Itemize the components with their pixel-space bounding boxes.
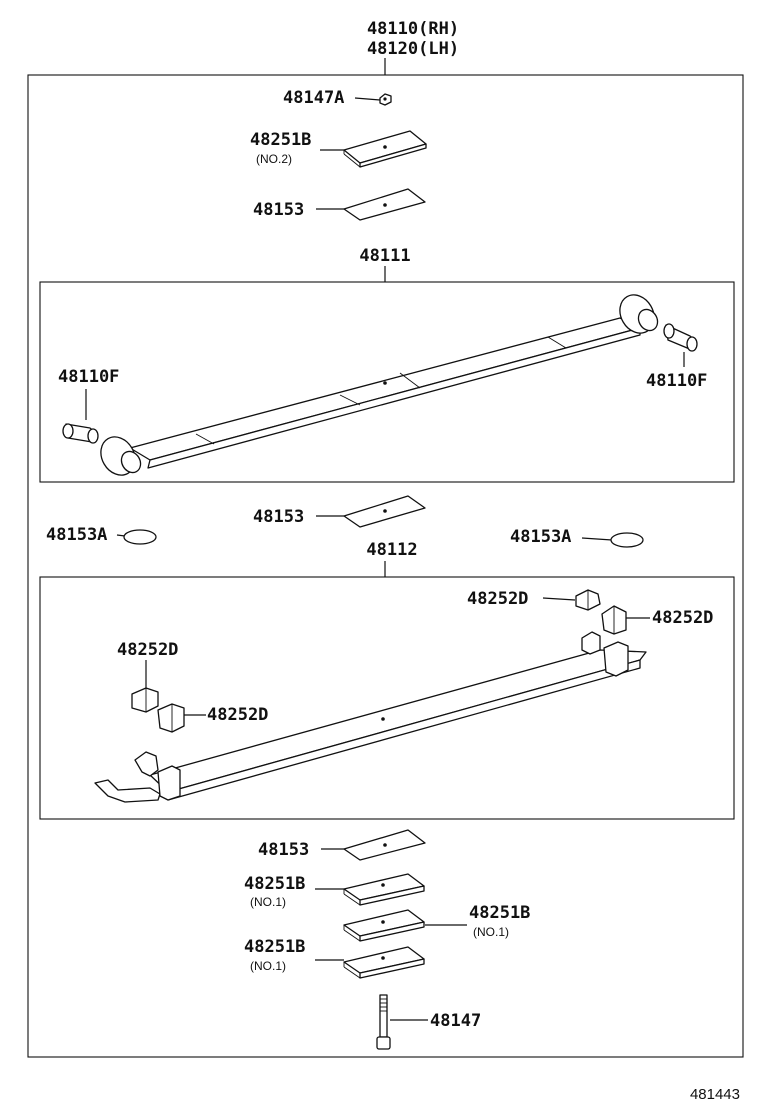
top-plate-part — [343, 130, 427, 168]
main-leaf-frame — [39, 281, 735, 483]
label-clip-left-a: 48252D — [117, 640, 178, 660]
assembly-label-rh: 48110(RH) — [367, 19, 459, 39]
assembly-frame — [27, 74, 744, 1058]
label-insulator-right: 48153A — [510, 527, 571, 547]
label-lower-plate-2: 48251B — [469, 903, 530, 923]
label-lower-plate-2-note: (NO.1) — [473, 925, 509, 939]
center-bolt-part — [376, 994, 391, 1050]
label-main-leaf: 48111 — [359, 246, 410, 266]
label-top-plate: 48251B — [250, 130, 311, 150]
clip-top-right-a-part — [575, 589, 601, 611]
assembly-label-lh: 48120(LH) — [367, 39, 459, 59]
second-leaf-frame — [39, 576, 735, 820]
insulator-left-part — [123, 529, 157, 545]
clip-top-right-b-part — [601, 605, 627, 635]
label-top-plate-note: (NO.2) — [256, 152, 292, 166]
bushing-left-part — [62, 423, 99, 444]
label-lower-plate-3: 48251B — [244, 937, 305, 957]
lower-plate-1-part — [343, 873, 425, 906]
lower-plate-2-part — [343, 909, 425, 942]
label-lower-plate-3-note: (NO.1) — [250, 959, 286, 973]
label-lower-seat: 48153 — [258, 840, 309, 860]
label-clip-top-right-b: 48252D — [652, 608, 713, 628]
second-leaf-part — [94, 631, 647, 803]
bushing-right-part — [663, 323, 698, 352]
label-second-leaf: 48112 — [366, 540, 417, 560]
center-seat-part — [343, 495, 426, 528]
main-leaf-part — [100, 294, 659, 476]
label-clip-top-right-a: 48252D — [467, 589, 528, 609]
label-bushing-left: 48110F — [58, 367, 119, 387]
label-u-bolt-nut: 48147A — [283, 88, 344, 108]
label-insulator-left: 48153A — [46, 525, 107, 545]
top-seat-part — [343, 188, 426, 221]
lower-seat-part — [343, 829, 426, 861]
clip-left-b-part — [157, 703, 185, 733]
label-clip-left-b: 48252D — [207, 705, 268, 725]
nut-part — [379, 93, 392, 106]
lower-plate-3-part — [343, 946, 425, 979]
label-top-seat: 48153 — [253, 200, 304, 220]
clip-left-a-part — [131, 687, 159, 713]
figure-number: 481443 — [690, 1086, 740, 1103]
label-lower-plate-1-note: (NO.1) — [250, 895, 286, 909]
insulator-right-part — [610, 532, 644, 548]
label-center-seat: 48153 — [253, 507, 304, 527]
label-lower-plate-1: 48251B — [244, 874, 305, 894]
label-bushing-right: 48110F — [646, 371, 707, 391]
label-center-bolt: 48147 — [430, 1011, 481, 1031]
